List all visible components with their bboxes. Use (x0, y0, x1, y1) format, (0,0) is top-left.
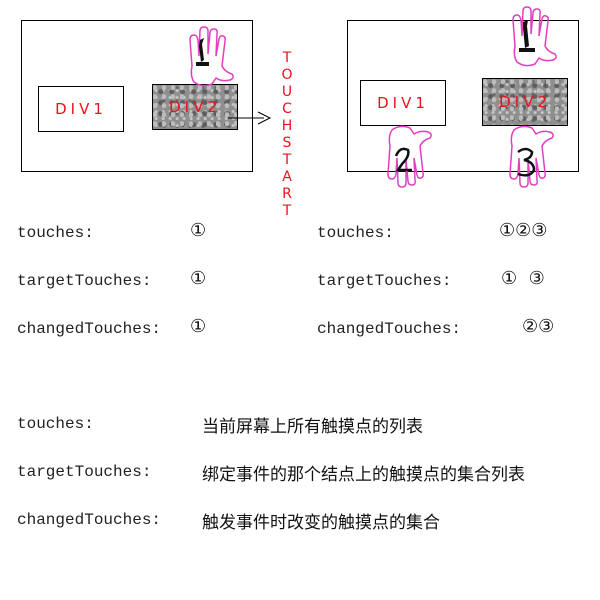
arrow-right-icon (228, 111, 272, 125)
right-div2-label: DIV2 (499, 93, 551, 111)
left-touches-name: touches: (17, 224, 94, 242)
def-touches-desc: 当前屏幕上所有触摸点的列表 (202, 417, 423, 437)
left-div2-label: DIV2 (169, 98, 221, 116)
left-changedtouches-value: ① (190, 316, 207, 337)
def-touches-name: touches: (17, 415, 94, 433)
event-label: TOUCHSTART (279, 50, 295, 220)
hand-1-left-icon (189, 26, 234, 87)
left-targettouches-name: targetTouches: (17, 272, 152, 290)
right-div1-box: DIV1 (360, 80, 446, 126)
hand-2-icon (387, 125, 432, 188)
right-changedtouches-name: changedTouches: (317, 320, 462, 338)
def-changedtouches-desc: 触发事件时改变的触摸点的集合 (202, 513, 440, 533)
right-div2-box: DIV2 (482, 78, 568, 126)
right-targettouches-name: targetTouches: (317, 272, 452, 290)
left-targettouches-value: ① (190, 268, 207, 289)
left-changedtouches-name: changedTouches: (17, 320, 162, 338)
right-changedtouches-value: ②③ (522, 316, 555, 337)
left-div1-box: DIV1 (38, 86, 124, 132)
right-touches-value: ①②③ (499, 220, 548, 241)
right-touches-name: touches: (317, 224, 394, 242)
left-div2-box: DIV2 (152, 84, 238, 130)
right-targettouches-value: ① ③ (501, 268, 545, 289)
def-changedtouches-name: changedTouches: (17, 511, 162, 529)
hand-1-right-icon (512, 6, 557, 67)
left-touches-value: ① (190, 220, 207, 241)
def-targettouches-desc: 绑定事件的那个结点上的触摸点的集合列表 (202, 465, 525, 485)
left-div1-label: DIV1 (55, 100, 107, 118)
hand-3-icon (509, 125, 554, 188)
def-targettouches-name: targetTouches: (17, 463, 152, 481)
right-div1-label: DIV1 (377, 94, 429, 112)
